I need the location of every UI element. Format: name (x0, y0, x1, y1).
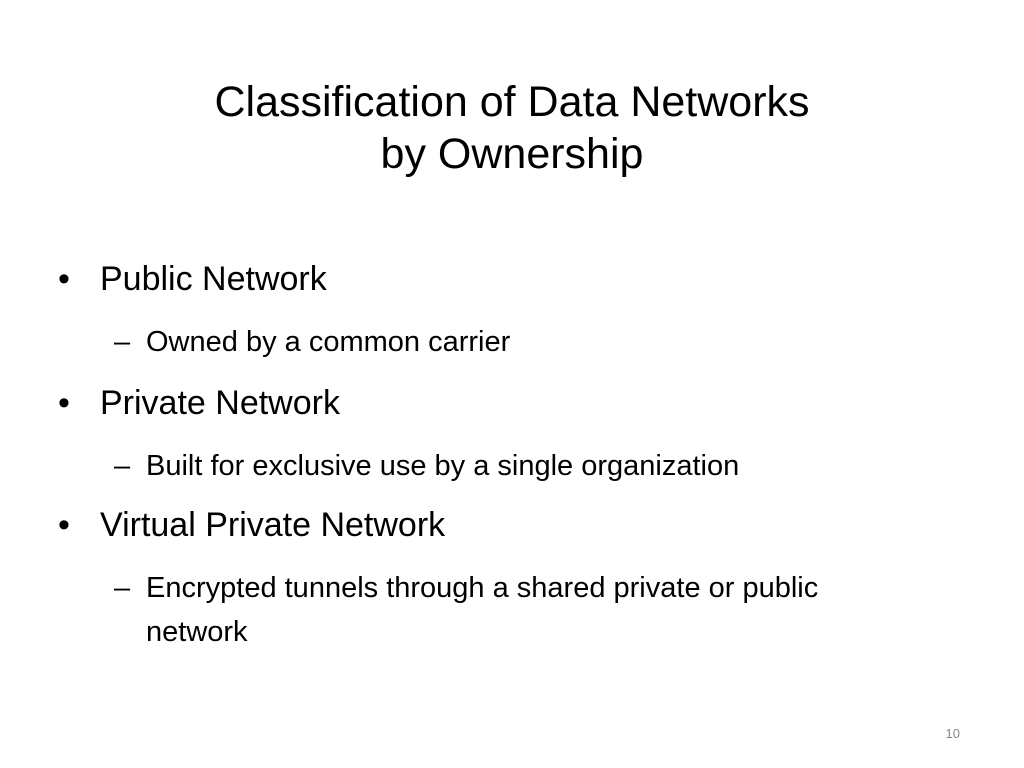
bullet-public-network: •Public Network (58, 260, 327, 298)
sub-bullet-public: –Owned by a common carrier (114, 326, 511, 358)
title-line-2: by Ownership (380, 130, 644, 178)
page-number: 10 (945, 726, 960, 741)
title-line-1: Classification of Data Networks (214, 78, 810, 126)
sub-bullet-vpn: –Encrypted tunnels through a shared priv… (114, 572, 819, 648)
sub-bullet-private: –Built for exclusive use by a single org… (114, 450, 740, 482)
bullet-vpn: •Virtual Private Network (58, 506, 446, 544)
bullet-private-network: •Private Network (58, 384, 340, 422)
